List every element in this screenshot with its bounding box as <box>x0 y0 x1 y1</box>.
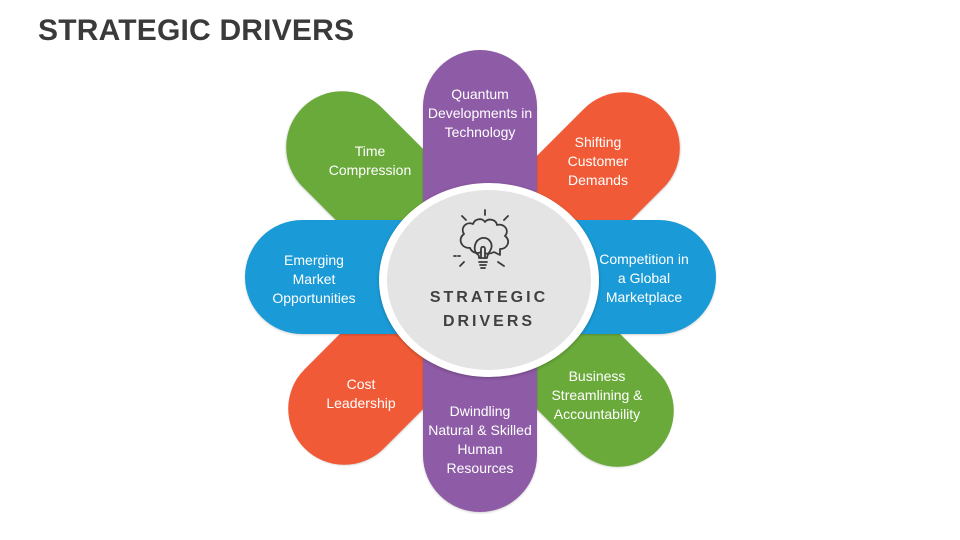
label-emerging-market: Emerging Market Opportunities <box>272 251 356 306</box>
label-dwindling-resources: Dwindling Natural & Skilled Human Resour… <box>428 403 532 476</box>
label-competition-global: Competition in a Global Marketplace <box>599 250 689 305</box>
label-quantum-developments: Quantum Developments in Technology <box>427 85 533 140</box>
center-title-line2: DRIVERS <box>442 313 536 330</box>
center-title-line1: STRATEGIC <box>429 289 549 306</box>
label-time-compression: Time Compression <box>328 143 412 178</box>
center-title: STRATEGIC DRIVERS <box>387 286 591 334</box>
label-business-streamlining: Business Streamlining & Accountability <box>551 367 643 422</box>
label-cost-leadership: Cost Leadership <box>326 376 396 411</box>
label-shifting-customer-demands: Shifting Customer Demands <box>567 133 629 188</box>
brain-lightbulb-icon <box>453 209 510 269</box>
page-title: STRATEGIC DRIVERS <box>38 14 355 47</box>
